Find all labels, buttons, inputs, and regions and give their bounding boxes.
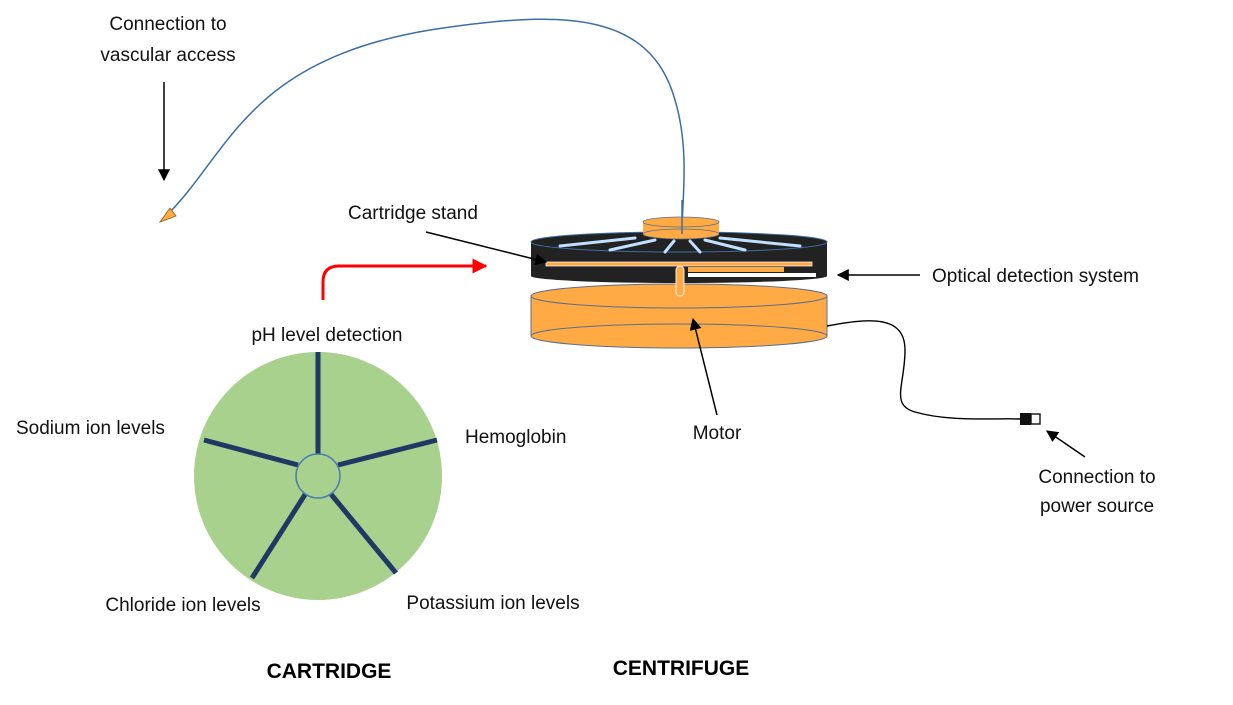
vascular-tube bbox=[169, 18, 685, 233]
motor-arrow bbox=[689, 317, 718, 416]
ph-detection-label: pH level detection bbox=[251, 325, 402, 346]
power-arrow bbox=[1046, 430, 1086, 458]
plug-icon bbox=[1020, 413, 1041, 425]
motor bbox=[530, 283, 828, 349]
power-label-2: power source bbox=[1040, 496, 1154, 517]
vascular-access-label-2: vascular access bbox=[100, 45, 235, 66]
cartridge-stand-label: Cartridge stand bbox=[348, 203, 478, 224]
optical-detection-label: Optical detection system bbox=[932, 266, 1139, 287]
cartridge-stand-arrow bbox=[425, 231, 548, 266]
insert-cartridge-arrow bbox=[321, 258, 488, 300]
rotor-housing bbox=[530, 231, 828, 297]
power-cord bbox=[826, 320, 1023, 420]
centrifuge-title: CENTRIFUGE bbox=[613, 657, 750, 680]
vascular-access-label-1: Connection to bbox=[109, 14, 226, 35]
sodium-label: Sodium ion levels bbox=[16, 418, 165, 439]
needle-tip-icon bbox=[158, 207, 177, 223]
hub bbox=[642, 216, 720, 240]
cartridge-title: CARTRIDGE bbox=[267, 660, 392, 683]
chloride-label: Chloride ion levels bbox=[105, 595, 260, 616]
power-label-1: Connection to bbox=[1038, 467, 1155, 488]
cartridge-disc bbox=[194, 352, 442, 600]
hemoglobin-label: Hemoglobin bbox=[465, 427, 566, 448]
motor-label: Motor bbox=[693, 423, 742, 444]
potassium-label: Potassium ion levels bbox=[406, 593, 579, 614]
